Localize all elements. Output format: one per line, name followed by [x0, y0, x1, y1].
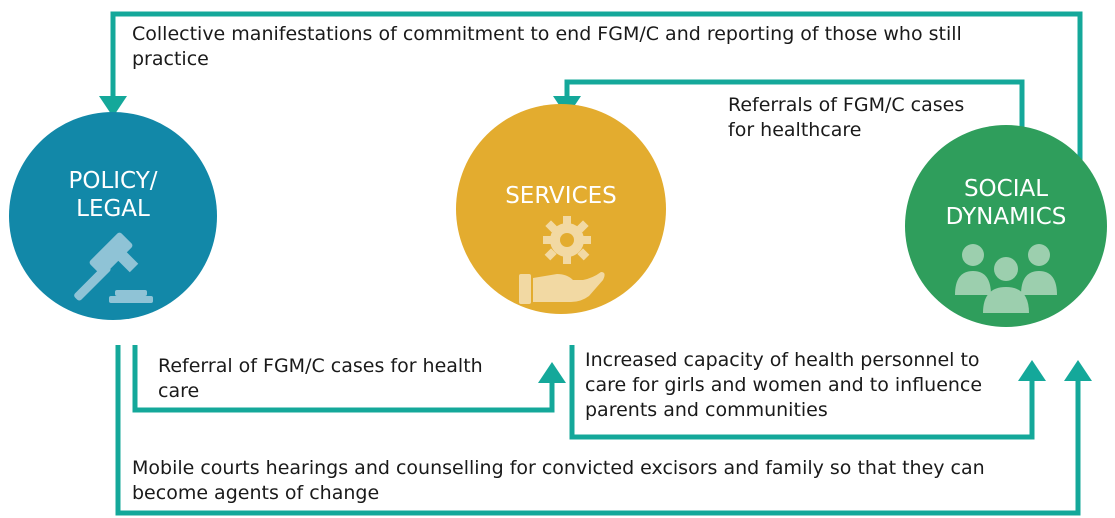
node-policy-title: POLICY/ LEGAL	[68, 168, 158, 222]
arrowhead-social-inner	[1018, 360, 1046, 381]
label-health-personnel: Increased capacity of health personnel t…	[585, 349, 983, 421]
arrow-social-to-services	[564, 79, 1025, 150]
arrow-policy-to-social	[115, 345, 1081, 516]
node-services-title: SERVICES	[505, 183, 617, 209]
gavel-icon	[74, 232, 153, 303]
people-group-icon	[955, 244, 1057, 313]
arrowhead-services-bottom	[538, 362, 566, 383]
label-mobile-courts: Mobile courts hearings and counselling f…	[132, 457, 985, 504]
arrow-policy-to-services	[132, 345, 555, 413]
arrowhead-policy	[99, 96, 127, 117]
arrow-services-to-social	[569, 345, 1035, 440]
arrow-social-to-policy	[110, 11, 1083, 190]
arrowhead-social-outer	[1064, 360, 1092, 381]
node-social-dynamics: SOCIAL DYNAMICS	[905, 125, 1107, 327]
node-policy-legal: POLICY/ LEGAL	[9, 112, 217, 320]
hand-gear-icon	[519, 216, 605, 304]
label-referrals-healthcare: Referrals of FGM/C cases for healthcare	[728, 94, 965, 141]
node-social-title: SOCIAL DYNAMICS	[945, 176, 1067, 230]
node-services: SERVICES	[456, 104, 666, 314]
label-referral-health-care: Referral of FGM/C cases for health care	[158, 355, 483, 402]
label-commitment: Collective manifestations of commitment …	[132, 23, 962, 70]
